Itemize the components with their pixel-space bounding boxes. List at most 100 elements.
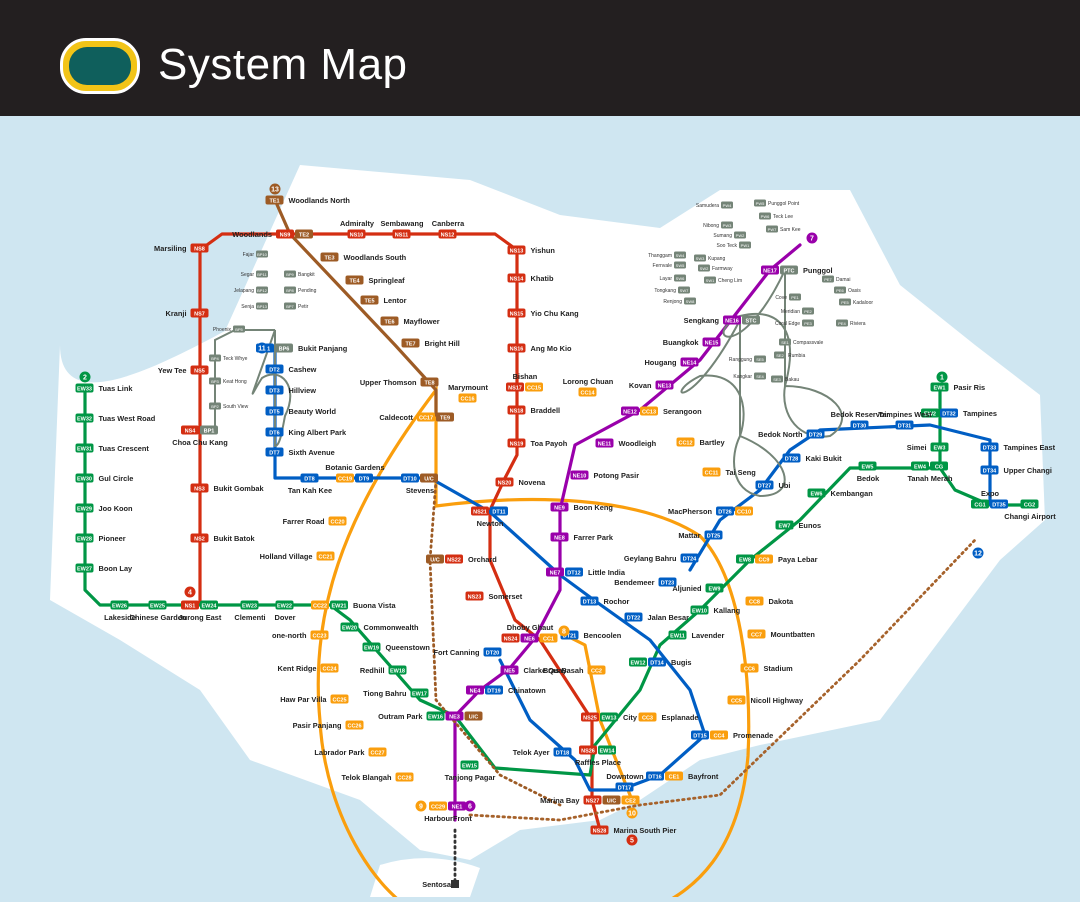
station-code-text: DT25 <box>707 534 720 540</box>
station-label: Pasir Panjang <box>293 721 342 730</box>
station-label: Ang Mo Kio <box>531 344 573 353</box>
lrt-station-label: Bakau <box>785 377 799 383</box>
lrt-station-label: Pending <box>298 288 317 294</box>
lrt-code-badge <box>674 274 686 282</box>
station-code-badge <box>75 563 94 573</box>
station-label: HarbourFront <box>424 814 472 823</box>
station-code-text: NS16 <box>510 347 524 353</box>
station-label: Kovan <box>629 381 652 390</box>
station-label: Jalan Besar <box>648 613 690 622</box>
station-code-badge <box>75 473 94 483</box>
lrt-code-text: BP12 <box>257 288 268 293</box>
station-label: Newton <box>477 519 504 528</box>
station-code-badge <box>181 600 199 610</box>
station-label: Buona Vista <box>353 601 396 610</box>
station-label: Kallang <box>714 606 741 615</box>
lrt-code-badge <box>822 275 834 283</box>
station-code-badge <box>705 583 724 593</box>
line-number-text: 12 <box>974 551 982 558</box>
station-code-text: EW8 <box>739 558 751 564</box>
station-code-text: NE12 <box>623 410 637 416</box>
station-code-text: EW23 <box>242 604 257 610</box>
station-code-text: DT32 <box>942 412 955 418</box>
lrt-station-label: Renjong <box>663 299 682 305</box>
station-label: Chinatown <box>508 686 546 695</box>
station-code-badge <box>328 516 347 526</box>
station-label: Lentor <box>384 296 407 305</box>
station-code-badge <box>704 530 723 540</box>
station-code-badge <box>368 747 387 757</box>
lrt-station-label: Fajar <box>243 252 255 258</box>
station-code-badge <box>755 554 773 564</box>
station-code-badge <box>550 532 569 542</box>
station-code-text: NS2 <box>194 537 205 543</box>
future-dotted <box>468 538 977 822</box>
station-label: Bedok North <box>758 430 803 439</box>
station-label: City Hall <box>623 713 653 722</box>
station-code-text: CC26 <box>347 724 361 730</box>
station-code-badge <box>680 553 699 563</box>
station-code-text: CC14 <box>580 391 595 397</box>
lrt-code-badge <box>674 261 686 269</box>
station-code-text: NE5 <box>504 669 515 675</box>
station-code-text: CC16 <box>460 397 474 403</box>
station-code-text: NE13 <box>658 384 672 390</box>
station-code-badge <box>716 506 734 516</box>
station-label: one-north <box>272 631 307 640</box>
station-label: Somerset <box>489 592 523 601</box>
line-number-12: 12 <box>972 547 984 559</box>
station-code-badge <box>501 633 520 643</box>
station-code-badge <box>265 364 284 374</box>
station-code-badge <box>602 795 621 805</box>
station-code-text: NS19 <box>510 442 524 448</box>
lrt-code-badge <box>734 231 746 239</box>
circle-line <box>316 385 751 902</box>
lrt-code-badge <box>694 254 706 262</box>
station-code-text: CC3 <box>642 716 653 722</box>
station-code-badge <box>570 470 589 480</box>
bukit-panjang-lrt-branch <box>214 329 275 430</box>
station-label: Promenade <box>733 731 773 740</box>
station-code-badge <box>345 720 364 730</box>
lrt-station-label: Kadaloor <box>853 300 873 306</box>
lrt-station-label: Ranggung <box>729 357 752 363</box>
station-code-text: CC27 <box>370 751 384 757</box>
station-label: Woodlands North <box>289 196 351 205</box>
station-label: Geylang Bahru <box>624 554 677 563</box>
station-code-badge <box>755 480 774 490</box>
lrt-code-text: PW6 <box>761 214 770 219</box>
station-code-text: CC17 <box>419 416 433 422</box>
lrt-station-label: Nibong <box>703 223 719 229</box>
station-code-badge <box>347 229 366 239</box>
station-label: Bedok Reservoir <box>831 410 890 419</box>
station-sentosa: Sentosa <box>422 880 459 889</box>
station-code-text: NS4 <box>185 429 197 435</box>
changi-branch <box>938 466 1032 507</box>
station-label: Sentosa <box>422 880 452 889</box>
station-code-text: EW31 <box>77 447 92 453</box>
station-code-text: EW21 <box>332 604 347 610</box>
lrt-station-label: Senja <box>241 304 254 310</box>
station-label: Bendemeer <box>614 578 654 587</box>
station-label: Rochor <box>604 597 630 606</box>
lrt-code-text: SW2 <box>700 266 709 271</box>
